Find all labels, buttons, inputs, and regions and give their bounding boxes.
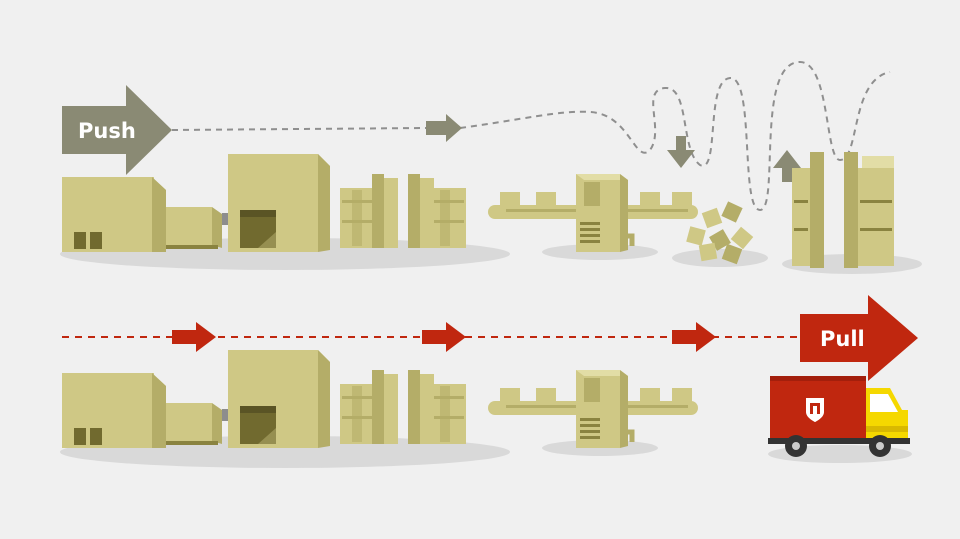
push-flow-path bbox=[171, 60, 891, 212]
push-warehouse-group bbox=[62, 154, 466, 252]
down-arrow-icon bbox=[667, 136, 695, 168]
pull-row: Pull bbox=[60, 295, 918, 468]
push-conveyor bbox=[488, 174, 698, 252]
pull-flow-arrow-icon bbox=[172, 322, 216, 352]
push-row: Push bbox=[60, 60, 922, 274]
delivery-truck bbox=[768, 376, 910, 457]
shield-logo-icon bbox=[806, 398, 824, 422]
up-arrow-icon bbox=[773, 150, 801, 182]
push-label: Push bbox=[78, 119, 136, 143]
pull-flow-arrow-icon bbox=[672, 322, 716, 352]
push-arrow: Push bbox=[62, 85, 172, 175]
pull-warehouse-group bbox=[62, 350, 466, 448]
scattered-boxes bbox=[686, 201, 754, 265]
pull-conveyor bbox=[488, 370, 698, 448]
pull-label: Pull bbox=[820, 327, 865, 351]
pull-flow-arrow-icon bbox=[422, 322, 466, 352]
pull-arrow: Pull bbox=[800, 295, 918, 381]
storage-racks bbox=[792, 152, 894, 268]
push-flow-arrow-icon bbox=[426, 114, 462, 142]
